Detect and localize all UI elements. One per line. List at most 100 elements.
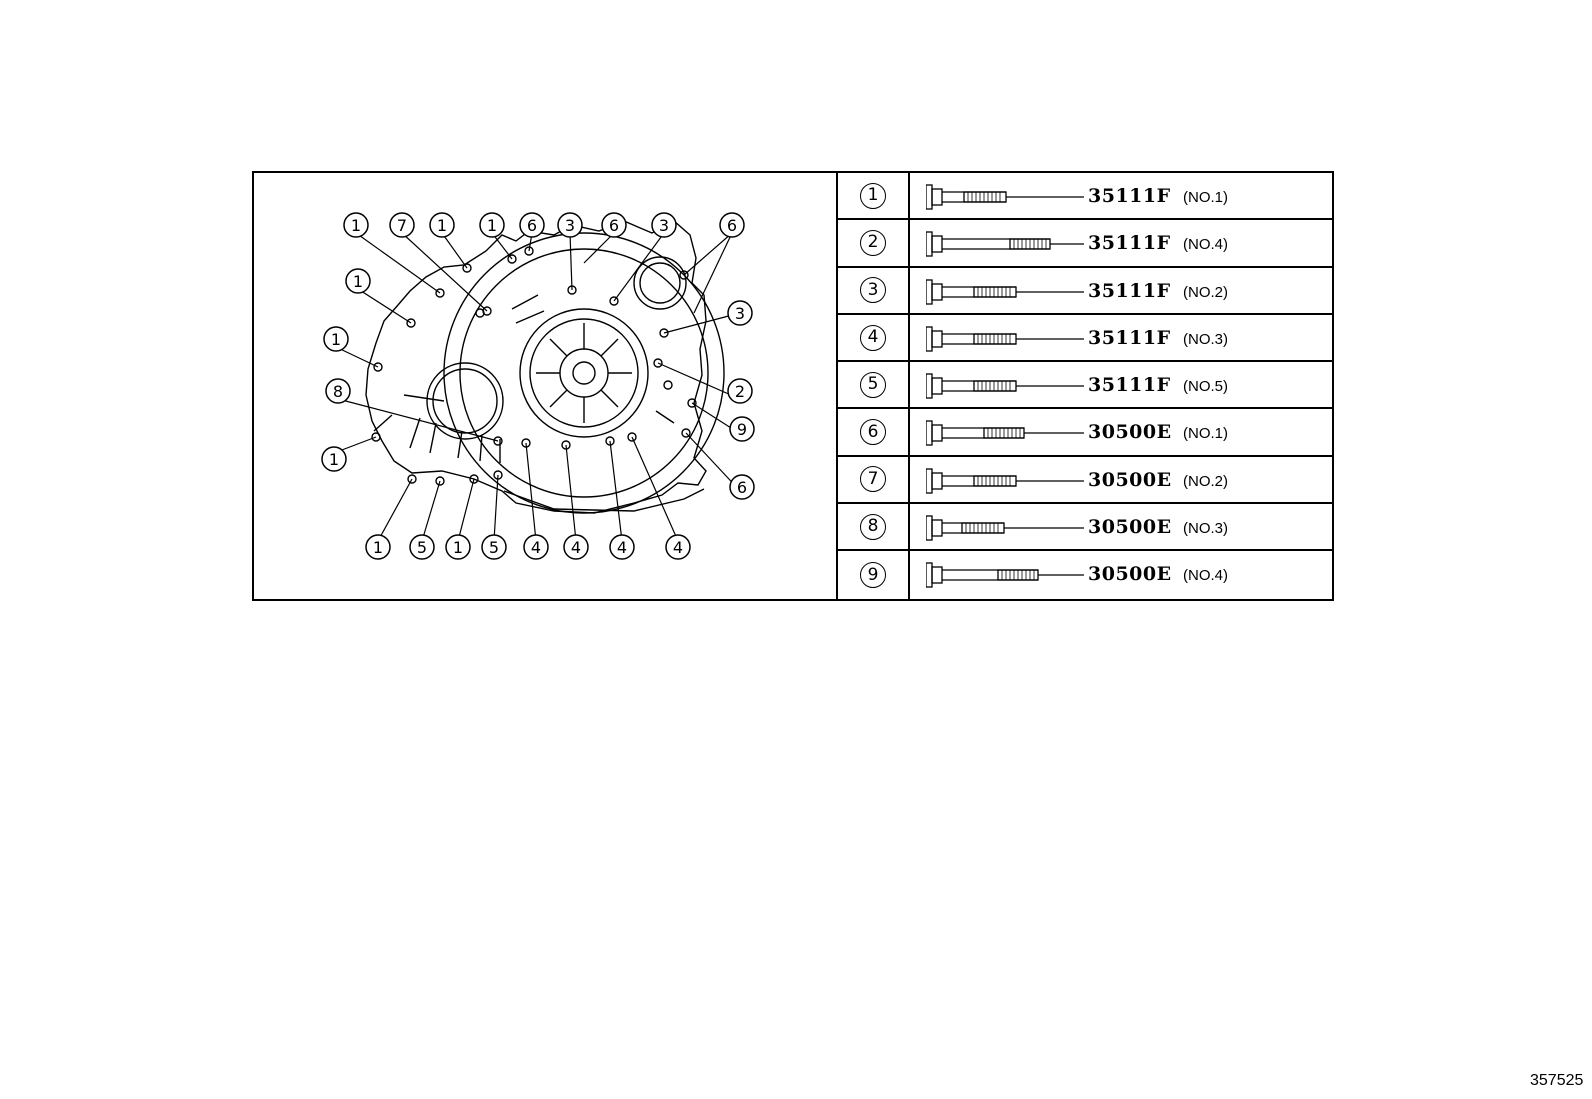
callout-1: 1 bbox=[445, 534, 471, 560]
table-row: 4 35111F (NO.3) bbox=[838, 314, 1334, 363]
callout-label: 1 bbox=[437, 216, 447, 235]
callout-label: 4 bbox=[531, 538, 541, 557]
callout-label: 1 bbox=[453, 538, 463, 557]
callout-6: 6 bbox=[519, 212, 545, 238]
callout-3: 3 bbox=[727, 300, 753, 326]
bolt-icon bbox=[926, 326, 1084, 352]
part-note: (NO.2) bbox=[1183, 283, 1228, 301]
callout-label: 7 bbox=[397, 216, 407, 235]
part-code: 35111F bbox=[1088, 279, 1171, 302]
callout-label: 1 bbox=[487, 216, 497, 235]
callout-label: 1 bbox=[331, 330, 341, 349]
row-number-cell: 6 bbox=[838, 409, 910, 455]
part-note: (NO.4) bbox=[1183, 236, 1228, 254]
part-code: 30500E bbox=[1088, 421, 1172, 444]
callout-label: 5 bbox=[417, 538, 427, 557]
table-row: 6 30500E (NO.1) bbox=[838, 409, 1334, 457]
table-row: 7 30500E (NO.2) bbox=[838, 456, 1334, 505]
callout-4: 4 bbox=[609, 534, 635, 560]
reference-number: 357525 bbox=[1530, 1072, 1584, 1089]
callout-2: 2 bbox=[727, 378, 753, 404]
callout-1: 1 bbox=[321, 446, 347, 472]
table-row: 8 30500E (NO.3) bbox=[838, 504, 1334, 552]
callout-label: 1 bbox=[351, 216, 361, 235]
row-number: 8 bbox=[860, 513, 886, 540]
part-code: 30500E bbox=[1088, 563, 1172, 586]
callout-label: 6 bbox=[727, 216, 737, 235]
callout-3: 3 bbox=[557, 212, 583, 238]
row-number: 4 bbox=[860, 324, 886, 351]
table-row: 9 30500E (NO.4) bbox=[838, 551, 1334, 599]
callout-label: 4 bbox=[617, 538, 627, 557]
part-note: (NO.3) bbox=[1183, 330, 1228, 348]
bolt-icon bbox=[926, 373, 1084, 399]
callout-1: 1 bbox=[365, 534, 391, 560]
callout-label: 1 bbox=[329, 450, 339, 469]
row-number-cell: 1 bbox=[838, 173, 910, 219]
callout-label: 3 bbox=[659, 216, 669, 235]
part-note: (NO.5) bbox=[1183, 378, 1228, 396]
callout-label: 8 bbox=[333, 382, 343, 401]
callout-4: 4 bbox=[563, 534, 589, 560]
callout-label: 2 bbox=[735, 382, 745, 401]
callout-4: 4 bbox=[665, 534, 691, 560]
part-note: (NO.2) bbox=[1183, 472, 1228, 490]
table-row: 3 35111F (NO.2) bbox=[838, 267, 1334, 315]
callout-3: 3 bbox=[651, 212, 677, 238]
row-number-cell: 2 bbox=[838, 220, 910, 266]
leader-lines bbox=[333, 232, 743, 542]
bolt-icon bbox=[926, 420, 1084, 447]
table-row: 2 35111F (NO.4) bbox=[838, 220, 1334, 268]
bolt-icon bbox=[926, 562, 1084, 589]
callout-label: 4 bbox=[673, 538, 683, 557]
callout-6: 6 bbox=[729, 474, 755, 500]
callout-1: 1 bbox=[345, 268, 371, 294]
callout-label: 6 bbox=[737, 478, 747, 497]
row-number-cell: 9 bbox=[838, 551, 910, 599]
part-note: (NO.1) bbox=[1183, 425, 1228, 443]
callout-5: 5 bbox=[409, 534, 435, 560]
bolt-icon bbox=[926, 515, 1084, 541]
callout-label: 3 bbox=[565, 216, 575, 235]
row-number-cell: 7 bbox=[838, 456, 910, 503]
row-number-cell: 8 bbox=[838, 504, 910, 550]
row-number: 1 bbox=[860, 182, 886, 209]
row-number-cell: 5 bbox=[838, 362, 910, 408]
bolt-icon bbox=[926, 278, 1084, 305]
table-row: 1 35111F (NO.1) bbox=[838, 173, 1334, 221]
callout-8: 8 bbox=[325, 378, 351, 404]
row-number-cell: 3 bbox=[838, 267, 910, 313]
table-row: 5 35111F (NO.5) bbox=[838, 362, 1334, 410]
part-code: 35111F bbox=[1088, 374, 1171, 397]
callout-label: 5 bbox=[489, 538, 499, 557]
part-note: (NO.3) bbox=[1183, 520, 1228, 538]
row-number: 9 bbox=[860, 562, 886, 589]
row-number: 2 bbox=[860, 229, 886, 256]
part-code: 35111F bbox=[1088, 232, 1171, 255]
row-number-cell: 4 bbox=[838, 314, 910, 361]
callout-label: 4 bbox=[571, 538, 581, 557]
row-number: 7 bbox=[860, 466, 886, 493]
bolt-icon bbox=[926, 184, 1084, 210]
part-code: 35111F bbox=[1088, 185, 1171, 207]
bolt-icon bbox=[926, 231, 1084, 257]
callout-label: 1 bbox=[373, 538, 383, 557]
row-number: 5 bbox=[860, 371, 886, 398]
callout-9: 9 bbox=[729, 416, 755, 442]
part-code: 35111F bbox=[1088, 326, 1171, 349]
callout-5: 5 bbox=[481, 534, 507, 560]
part-note: (NO.1) bbox=[1183, 189, 1228, 206]
callout-1: 1 bbox=[323, 326, 349, 352]
housing-drawing bbox=[365, 220, 725, 514]
callout-6: 6 bbox=[601, 212, 627, 238]
callout-4: 4 bbox=[523, 534, 549, 560]
bolt-holes bbox=[371, 246, 697, 486]
callout-label: 3 bbox=[735, 304, 745, 323]
row-number: 3 bbox=[860, 277, 886, 304]
callout-1: 1 bbox=[343, 212, 369, 238]
callout-6: 6 bbox=[719, 212, 745, 238]
part-code: 30500E bbox=[1088, 516, 1172, 539]
